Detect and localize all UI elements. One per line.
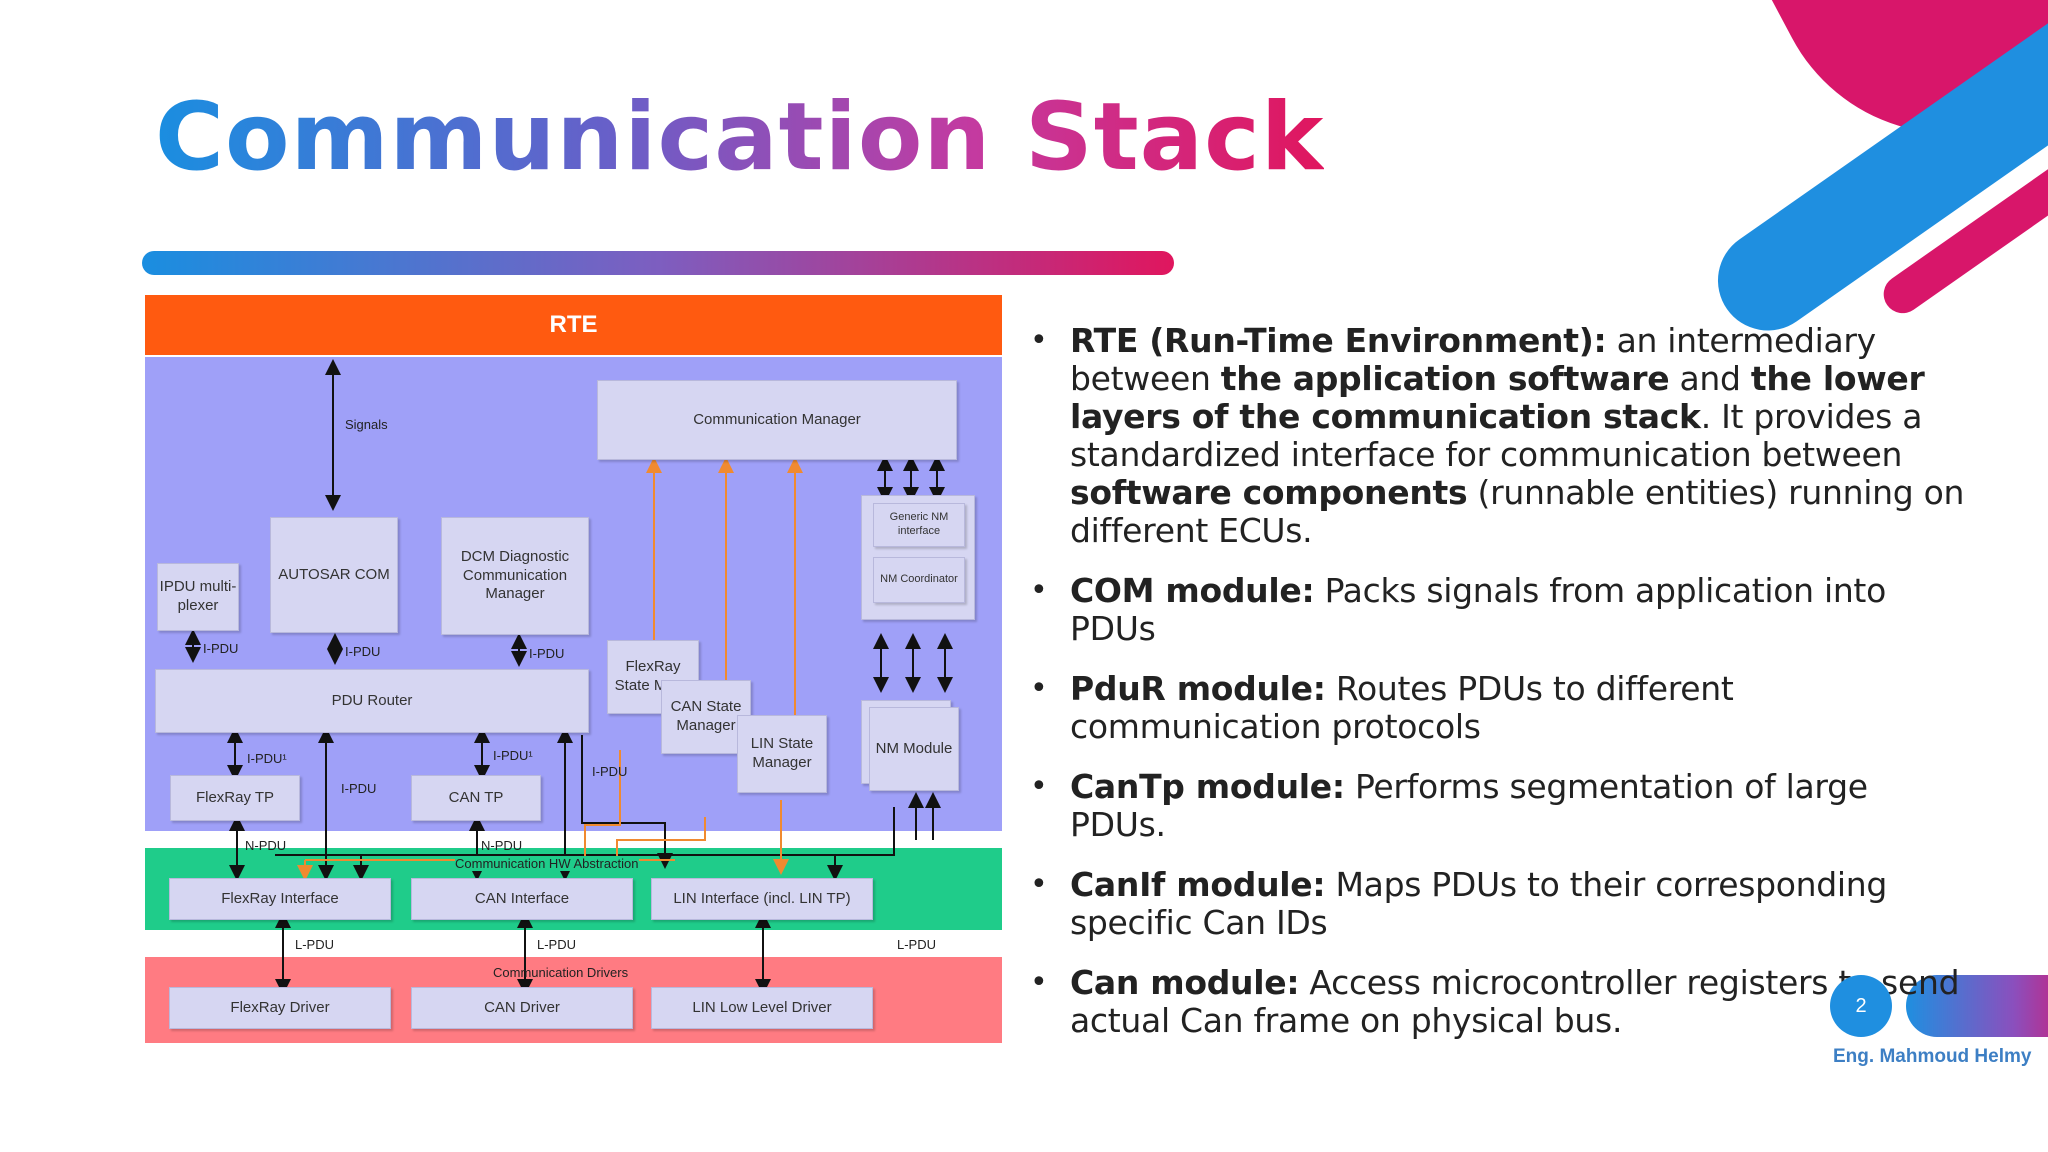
generic-nm-interface-box: Generic NM interface: [873, 503, 965, 547]
slide-title: Communication Stack: [155, 82, 1324, 195]
flexray-interface-box: FlexRay Interface: [169, 878, 391, 920]
ipdu1-label: I-PDU¹: [493, 748, 533, 763]
pdu-router-box: PDU Router: [155, 669, 589, 733]
ipdu-multiplexer-box: IPDU multi- plexer: [157, 563, 239, 631]
can-driver-box: CAN Driver: [411, 987, 633, 1029]
ipdu-label: I-PDU: [341, 781, 377, 796]
lin-driver-box: LIN Low Level Driver: [651, 987, 873, 1029]
flexray-driver-box: FlexRay Driver: [169, 987, 391, 1029]
bullet-com: COM module: Packs signals from applicati…: [1030, 572, 1970, 648]
title-underline: [142, 251, 1174, 275]
bullet-list: RTE (Run-Time Environment): an intermedi…: [1030, 322, 1970, 1062]
ipdu-label: I-PDU: [345, 644, 381, 659]
dcm-box: DCM Diagnostic Communication Manager: [441, 517, 589, 635]
bullet-cantp: CanTp module: Performs segmentation of l…: [1030, 768, 1970, 844]
lin-interface-box: LIN Interface (incl. LIN TP): [651, 878, 873, 920]
bullet-can: Can module: Access microcontroller regis…: [1030, 964, 1970, 1040]
signals-label: Signals: [345, 417, 388, 432]
ipdu-label: I-PDU: [529, 646, 565, 661]
lpdu-label: L-PDU: [537, 937, 577, 952]
comm-drivers-label: Communication Drivers: [493, 965, 629, 980]
comm-hw-abstraction-label: Communication HW Abstraction: [455, 856, 639, 871]
ipdu1-label: I-PDU¹: [247, 751, 287, 766]
nm-coordinator-box: NM Coordinator: [873, 557, 965, 603]
page-number: 2: [1830, 975, 1892, 1037]
can-tp-box: CAN TP: [411, 775, 541, 821]
npdu-label: N-PDU: [481, 838, 523, 853]
bullet-rte: RTE (Run-Time Environment): an intermedi…: [1030, 322, 1970, 550]
lin-state-manager-box: LIN State Manager: [737, 715, 827, 793]
autosar-com-box: AUTOSAR COM: [270, 517, 398, 633]
author-name: Eng. Mahmoud Helmy: [1833, 1046, 2032, 1067]
nm-module-box: NM Module: [869, 707, 959, 791]
lpdu-label: L-PDU: [897, 937, 937, 952]
bullet-canif: CanIf module: Maps PDUs to their corresp…: [1030, 866, 1970, 942]
lpdu-label: L-PDU: [295, 937, 335, 952]
flexray-tp-box: FlexRay TP: [170, 775, 300, 821]
can-interface-box: CAN Interface: [411, 878, 633, 920]
rte-layer: RTE: [145, 295, 1002, 355]
ipdu-label: I-PDU: [203, 641, 239, 656]
can-state-manager-box: CAN State Manager: [661, 680, 751, 754]
ipdu-label: I-PDU: [592, 764, 628, 779]
npdu-label: N-PDU: [245, 838, 287, 853]
bullet-pdur: PduR module: Routes PDUs to different co…: [1030, 670, 1970, 746]
communication-stack-diagram: RTE: [145, 295, 1002, 1043]
communication-manager-box: Communication Manager: [597, 380, 957, 460]
